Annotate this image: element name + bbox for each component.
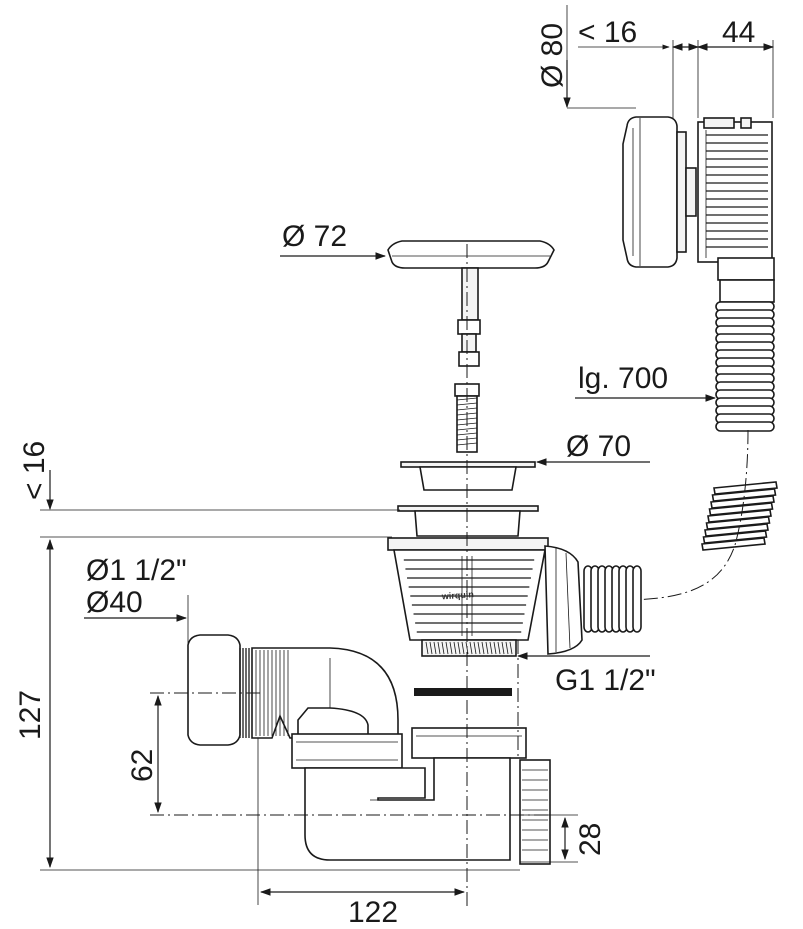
waste-body: wirquin (387, 505, 642, 657)
label-overflow-width: 44 (722, 16, 755, 49)
plug-stopper (387, 240, 555, 367)
trap-nut-right (411, 727, 527, 759)
overflow-hose-lower (701, 481, 778, 551)
trap-cleanout-nut (519, 759, 551, 865)
trap-nut-left (291, 733, 403, 769)
label-overflow-diameter: Ø 80 (536, 23, 569, 88)
trap-assembly (187, 634, 551, 865)
label-horizontal-offset: 122 (348, 896, 398, 929)
trap-bottle (304, 757, 511, 861)
label-body-thread: G1 1/2" (555, 664, 656, 697)
label-base-height: 28 (574, 823, 607, 856)
label-hose-length: lg. 700 (578, 362, 668, 395)
overflow-assembly (619, 116, 778, 601)
overflow-body (697, 117, 773, 263)
outlet-elbow (251, 647, 399, 739)
overflow-hose (715, 301, 775, 432)
label-total-height: 127 (14, 690, 47, 740)
dimension-labels: Ø 80 < 16 44 Ø 72 lg. 700 < 16 Ø 70 Ø1 1… (14, 16, 755, 929)
label-outlet-height: 62 (126, 749, 159, 782)
dimension-lines (40, 5, 775, 910)
waste-flange (400, 461, 536, 491)
label-waste-diameter: Ø 70 (566, 430, 631, 463)
outlet-nut (187, 634, 250, 746)
overflow-gasket (676, 131, 697, 253)
brand-mark: wirquin (440, 589, 474, 601)
label-overflow-depth: < 16 (578, 16, 637, 49)
label-waste-depth: < 16 (18, 441, 51, 500)
label-plug-diameter: Ø 72 (282, 220, 347, 253)
seal-ring (414, 688, 512, 696)
label-outlet-diameter: Ø40 (86, 586, 143, 619)
overflow-elbow (717, 257, 775, 303)
overflow-cover (622, 116, 678, 268)
label-outlet-thread: Ø1 1/2" (86, 554, 187, 587)
